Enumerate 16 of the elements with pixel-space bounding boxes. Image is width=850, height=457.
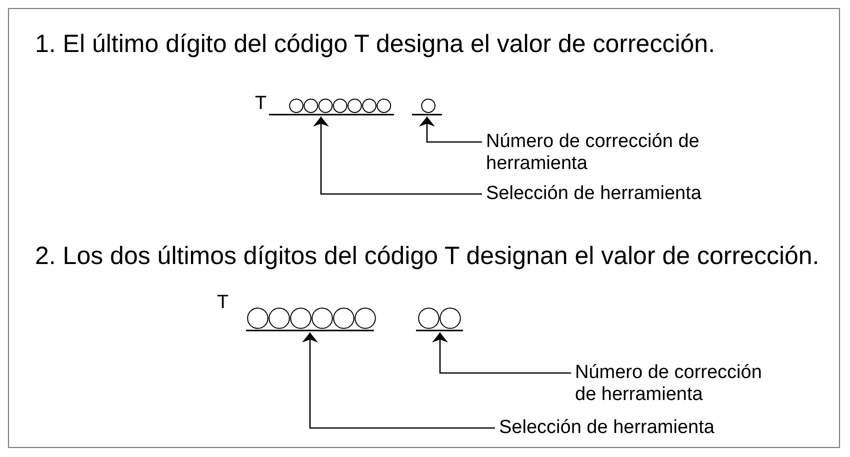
digit-group-drawing <box>412 98 442 116</box>
code-letter: T <box>255 92 267 116</box>
leader-arrow <box>313 116 482 195</box>
leader-text: Selección de herramienta <box>499 417 799 439</box>
leader-text: Número de corrección de herramienta <box>486 131 786 175</box>
leader-text: Selección de herramienta <box>486 183 786 205</box>
instruction-text: 2. Los dos últimos dígitos del código T designan el valor de corrección. <box>35 241 820 272</box>
leader-arrow <box>432 332 571 374</box>
instruction-text: 1. El último dígito del código T designa el valor de corrección. <box>35 29 716 60</box>
leader-arrow <box>419 116 482 143</box>
leader-arrow <box>302 332 495 429</box>
code-letter: T <box>217 291 229 315</box>
digit-group-drawing <box>246 307 374 332</box>
leader-text: Número de corrección de herramienta <box>575 362 785 406</box>
digit-group-drawing <box>269 98 394 116</box>
digit-group-drawing <box>416 307 463 332</box>
